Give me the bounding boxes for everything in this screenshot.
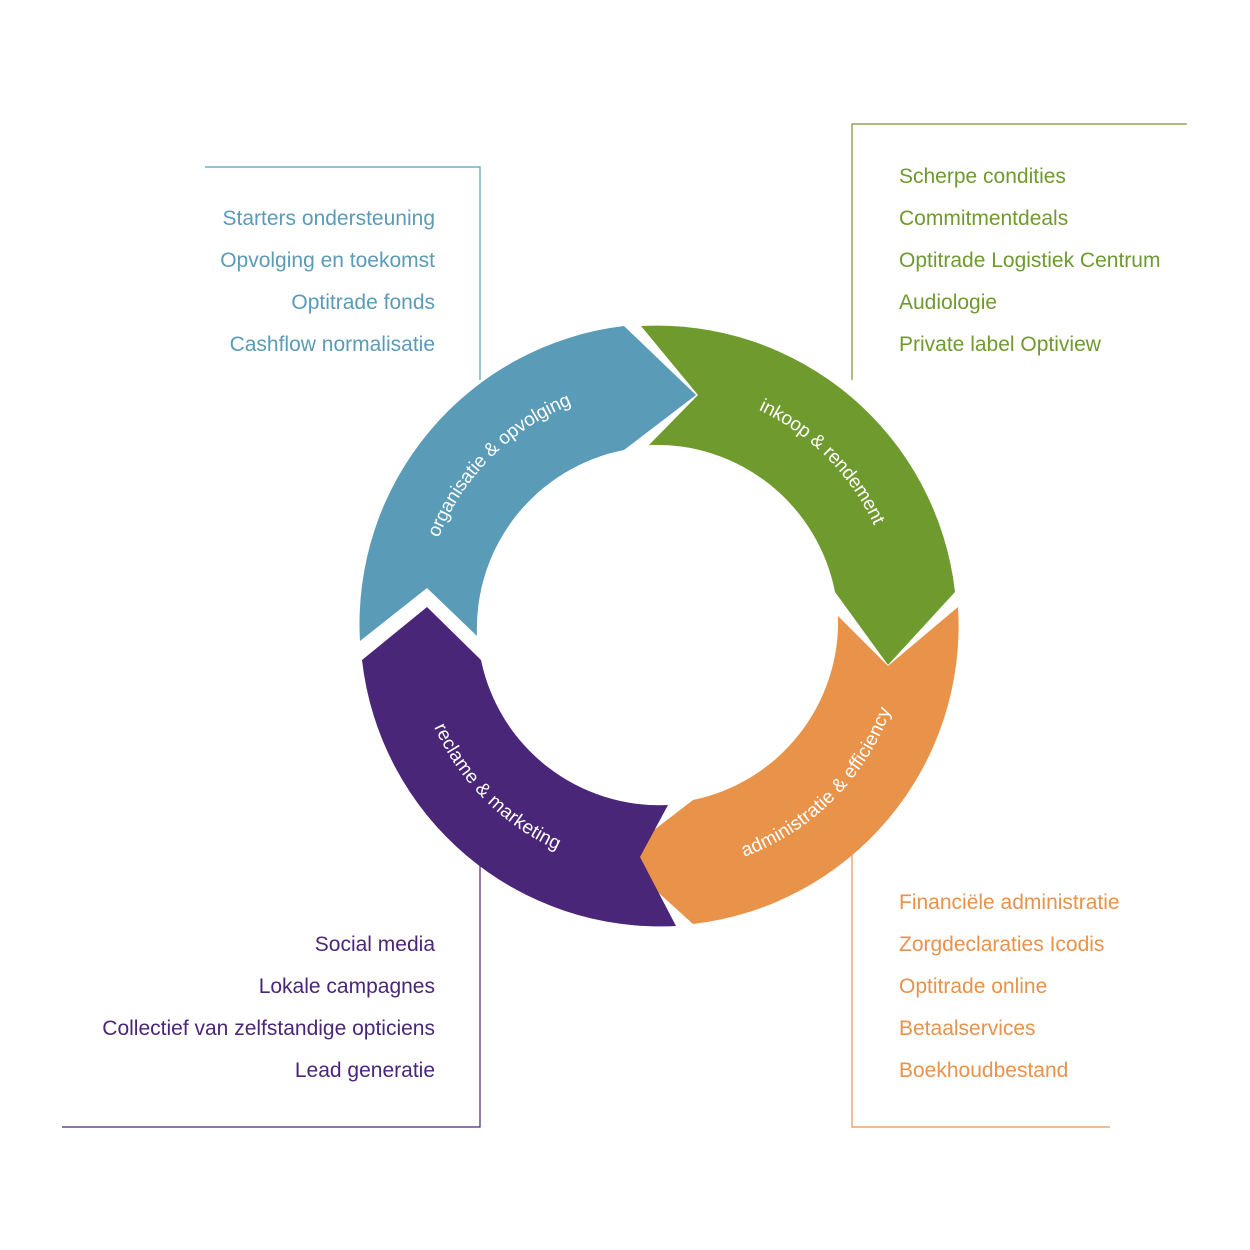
list-item: Lead generatie [294, 1059, 435, 1082]
list-item: Collectief van zelfstandige opticiens [102, 1017, 435, 1040]
segment-administratie [619, 607, 959, 924]
bracket-recl [62, 865, 481, 1128]
segment-organisatie [359, 326, 696, 641]
list-item: Opvolging en toekomst [220, 249, 435, 272]
segment-inkoop [641, 325, 955, 665]
list-item: Boekhoudbestand [899, 1059, 1069, 1082]
list-item: Lokale campagnes [258, 975, 435, 998]
list-item: Starters ondersteuning [222, 207, 435, 230]
list-item: Audiologie [899, 291, 998, 314]
list-item: Betaalservices [899, 1017, 1036, 1040]
list-item: Optitrade Logistiek Centrum [899, 249, 1161, 272]
list-item: Scherpe condities [899, 165, 1066, 188]
bracket-org [205, 166, 481, 380]
panel-inkoop: Scherpe condities Commitmentdeals Optitr… [899, 156, 1160, 366]
list-item: Financiële administratie [899, 891, 1120, 914]
list-item: Cashflow normalisatie [229, 333, 435, 356]
bracket-adm [851, 855, 1110, 1128]
list-item: Zorgdeclaraties Icodis [899, 933, 1105, 956]
list-item: Social media [314, 933, 435, 956]
list-item: Private label Optiview [899, 333, 1101, 356]
list-item: Optitrade online [899, 975, 1048, 998]
list-item: Optitrade fonds [291, 291, 435, 314]
bracket-ink [851, 123, 1187, 380]
segment-reclame [362, 607, 676, 927]
panel-administratie: Financiële administratie Zorgdeclaraties… [899, 882, 1120, 1092]
panel-organisatie: Starters ondersteuning Opvolging en toek… [220, 198, 435, 366]
list-item: Commitmentdeals [899, 207, 1069, 230]
panel-reclame: Social media Lokale campagnes Collectief… [102, 924, 435, 1092]
